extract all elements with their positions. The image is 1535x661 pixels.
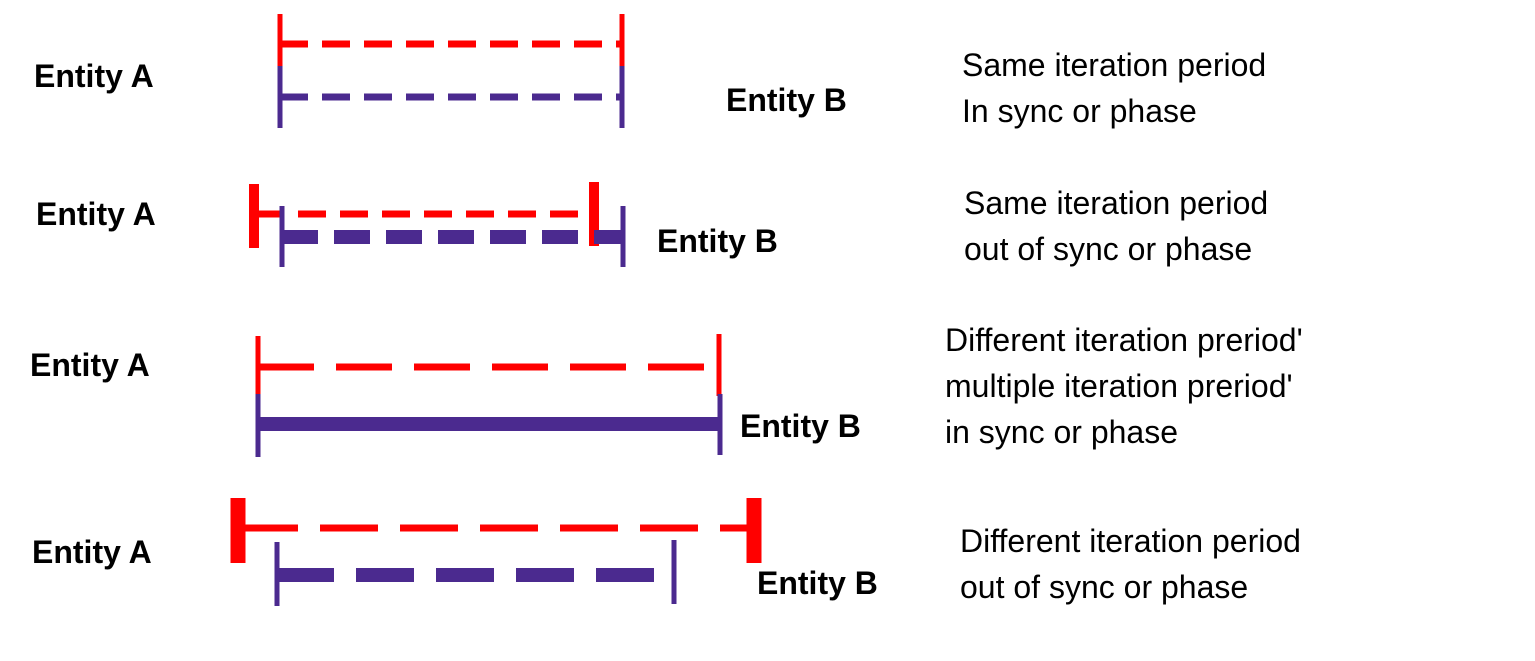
row-1-description: Same iteration period In sync or phase <box>962 42 1266 134</box>
description-line: In sync or phase <box>962 93 1197 129</box>
row-4-bars <box>230 498 762 606</box>
entity-b-label: Entity B <box>657 223 778 259</box>
row-2-bars <box>249 182 626 267</box>
description-line: out of sync or phase <box>960 569 1249 605</box>
description-line: multiple iteration preriod' <box>945 368 1293 404</box>
row-1-bars <box>277 14 625 128</box>
description-line: Different iteration period <box>960 523 1301 559</box>
row-3-bars <box>255 334 723 457</box>
row-3-description: Different iteration preriod' multiple it… <box>945 317 1303 455</box>
description-line: Same iteration period <box>964 185 1269 221</box>
entity-a-label: Entity A <box>36 196 156 232</box>
entity-a-label: Entity A <box>30 347 150 383</box>
description-line: out of sync or phase <box>964 231 1253 267</box>
entity-b-label: Entity B <box>740 408 861 444</box>
entity-a-label: Entity A <box>34 58 154 94</box>
row-4-description: Different iteration period out of sync o… <box>960 518 1301 610</box>
description-line: in sync or phase <box>945 414 1179 450</box>
description-line: Same iteration period <box>962 47 1267 83</box>
description-line: Different iteration preriod' <box>945 322 1303 358</box>
entity-b-label: Entity B <box>757 565 878 601</box>
entity-a-label: Entity A <box>32 534 152 570</box>
row-2-description: Same iteration period out of sync or pha… <box>964 180 1268 272</box>
entity-b-label: Entity B <box>726 82 847 118</box>
